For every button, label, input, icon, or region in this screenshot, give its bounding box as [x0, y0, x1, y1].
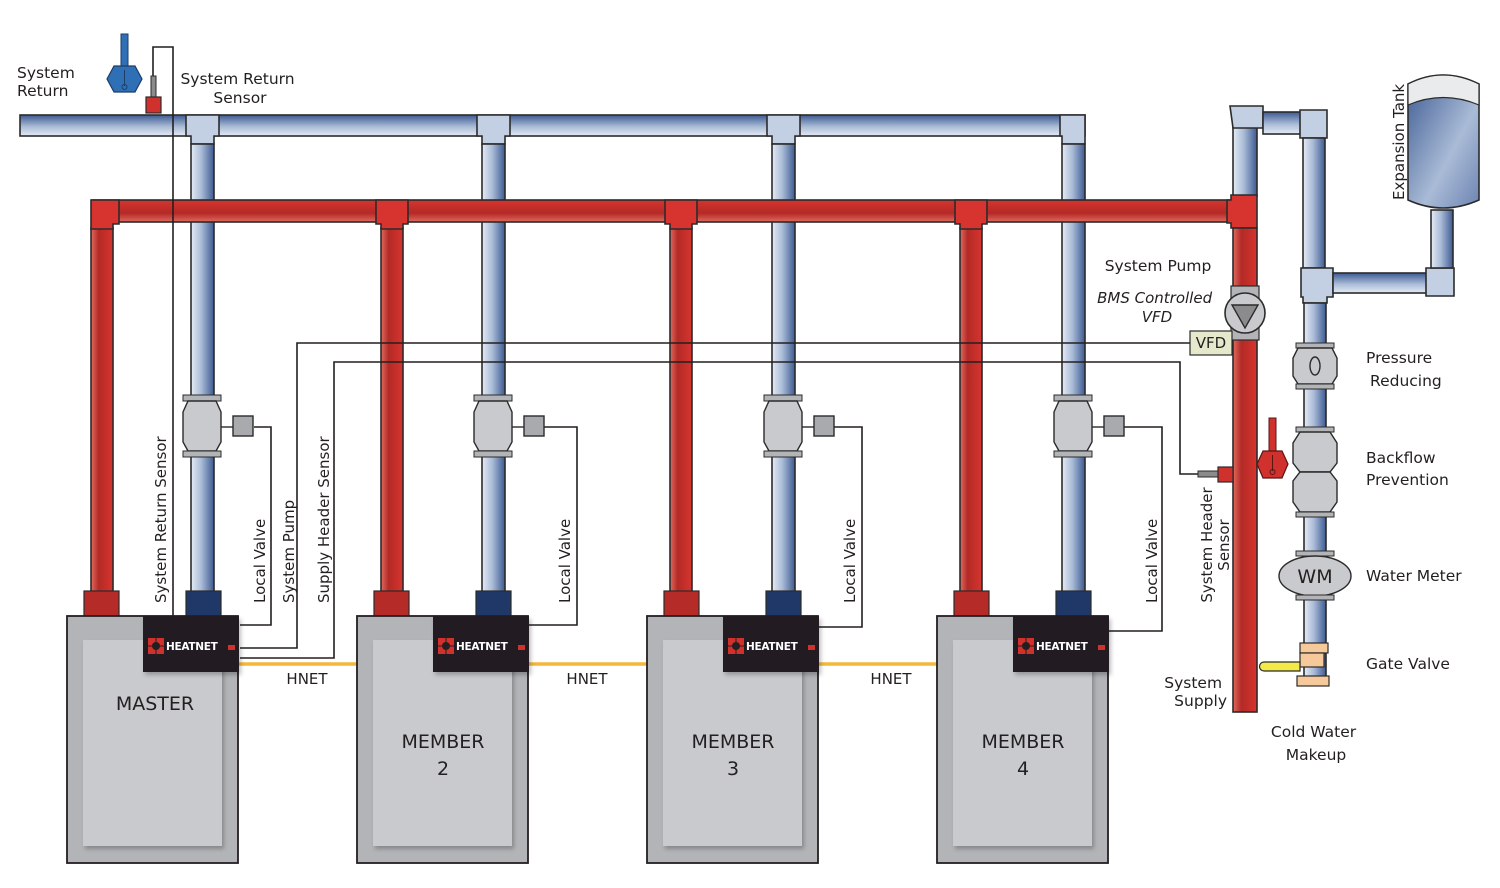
boiler-name: MASTER — [116, 693, 194, 715]
system-header-sensor-label-line1: System Header — [1198, 487, 1216, 603]
heatnet-controller: HEATNET — [143, 616, 239, 672]
hnet-label: HNET — [286, 670, 328, 688]
return-tee — [185, 114, 220, 145]
wire-label-local-valve: Local Valve — [556, 519, 574, 603]
system-header-sensor — [1197, 466, 1234, 483]
hnet-label: HNET — [566, 670, 608, 688]
local-valve-icon — [473, 394, 545, 458]
system-header-sensor-label-group: System Header Sensor — [1198, 487, 1233, 603]
hnet-label: HNET — [870, 670, 912, 688]
supply-connector — [663, 590, 700, 618]
heatnet-logo-icon — [438, 638, 454, 654]
wire-label-local-valve: Local Valve — [251, 519, 269, 603]
system-pump-label: System Pump — [1105, 257, 1212, 275]
supply-connector — [373, 590, 410, 618]
system-return-sensor — [145, 75, 162, 114]
system-return-thermometer-icon — [106, 33, 143, 93]
valve-actuator — [523, 415, 545, 437]
wire-label-system-return-sensor: System Return Sensor — [152, 436, 170, 603]
wire-label-supply-header-sensor: Supply Header Sensor — [315, 435, 333, 603]
pressure-reducing-label: Pressure Reducing — [1366, 349, 1442, 390]
system-pump-icon — [1224, 285, 1266, 341]
valve-actuator — [232, 415, 254, 437]
system-header-sensor-label-line2: Sensor — [1215, 518, 1233, 570]
heatnet-controller: HEATNET — [1013, 616, 1109, 672]
heatnet-controller: HEATNET — [723, 616, 819, 672]
local-valve-icon — [1053, 394, 1125, 458]
boiler-panel — [373, 640, 512, 846]
water-meter-label: Water Meter — [1366, 567, 1462, 585]
svg-text:VFD: VFD — [1196, 334, 1226, 352]
system-supply-label: System Supply — [1164, 674, 1227, 710]
boiler-unit: HEATNET MEMBER 2 — [356, 590, 529, 864]
boiler-panel — [83, 640, 222, 846]
backflow-prevention-label: Backflow Prevention — [1366, 449, 1449, 489]
heatnet-brand-text: HEATNET — [1036, 641, 1089, 653]
wire-label-system-pump: System Pump — [280, 500, 298, 603]
system-supply-header — [90, 199, 1256, 593]
heatnet-logo-icon — [1018, 638, 1034, 654]
pressure-reducing-valve-icon — [1292, 342, 1338, 390]
supply-connector — [953, 590, 990, 618]
boiler-panel — [953, 640, 1092, 846]
local-valve-icon — [763, 394, 835, 458]
heatnet-brand-text: HEATNET — [746, 641, 799, 653]
system-return-sensor-label: System Return Sensor — [180, 70, 299, 107]
return-tee — [476, 114, 511, 145]
expansion-tank-label: Expansion Tank — [1390, 84, 1408, 200]
boiler-panel — [663, 640, 802, 846]
cold-water-makeup-label: Cold Water Makeup — [1271, 723, 1361, 764]
wire-label-local-valve: Local Valve — [841, 519, 859, 603]
system-return-label: System Return — [17, 64, 80, 100]
bms-vfd-label: BMS Controlled VFD — [1097, 289, 1217, 326]
heatnet-brand-text: HEATNET — [166, 641, 219, 653]
system-header-thermometer-icon — [1256, 417, 1289, 479]
return-connector — [1055, 590, 1092, 618]
svg-text:WM: WM — [1297, 566, 1332, 588]
boiler-number: 2 — [437, 758, 449, 780]
supply-connector — [83, 590, 120, 618]
wire-label-local-valve: Local Valve — [1143, 519, 1161, 603]
gate-valve-label: Gate Valve — [1366, 655, 1450, 673]
boiler-unit: HEATNET MEMBER 3 — [646, 590, 819, 864]
return-tee — [766, 114, 801, 145]
return-risers — [190, 143, 1086, 593]
boiler-unit: HEATNET MEMBER 4 — [936, 590, 1109, 864]
system-return-header — [19, 114, 1086, 145]
boiler-name: MEMBER — [981, 731, 1064, 753]
gate-valve-icon — [1258, 642, 1330, 687]
heatnet-controller: HEATNET — [433, 616, 529, 672]
heatnet-brand-text: HEATNET — [456, 641, 509, 653]
boiler-unit: HEATNET MASTER — [66, 590, 239, 864]
water-meter-icon: WM — [1278, 550, 1352, 601]
expansion-tank — [1407, 74, 1480, 209]
valve-actuator — [813, 415, 835, 437]
return-connector — [185, 590, 222, 618]
control-wiring — [152, 46, 1210, 659]
boiler-name: MEMBER — [691, 731, 774, 753]
local-valve-icon — [182, 394, 254, 458]
backflow-preventer-icon — [1292, 426, 1338, 518]
boiler-name: MEMBER — [401, 731, 484, 753]
heatnet-logo-icon — [148, 638, 164, 654]
boiler-number: 4 — [1017, 758, 1029, 780]
boiler-number: 3 — [727, 758, 739, 780]
system-supply-riser — [1226, 105, 1302, 713]
return-connector — [765, 590, 802, 618]
heatnet-logo-icon — [728, 638, 744, 654]
return-connector — [475, 590, 512, 618]
vfd-box: VFD — [1189, 330, 1233, 356]
return-elbow — [1059, 114, 1086, 145]
valve-actuator — [1103, 415, 1125, 437]
